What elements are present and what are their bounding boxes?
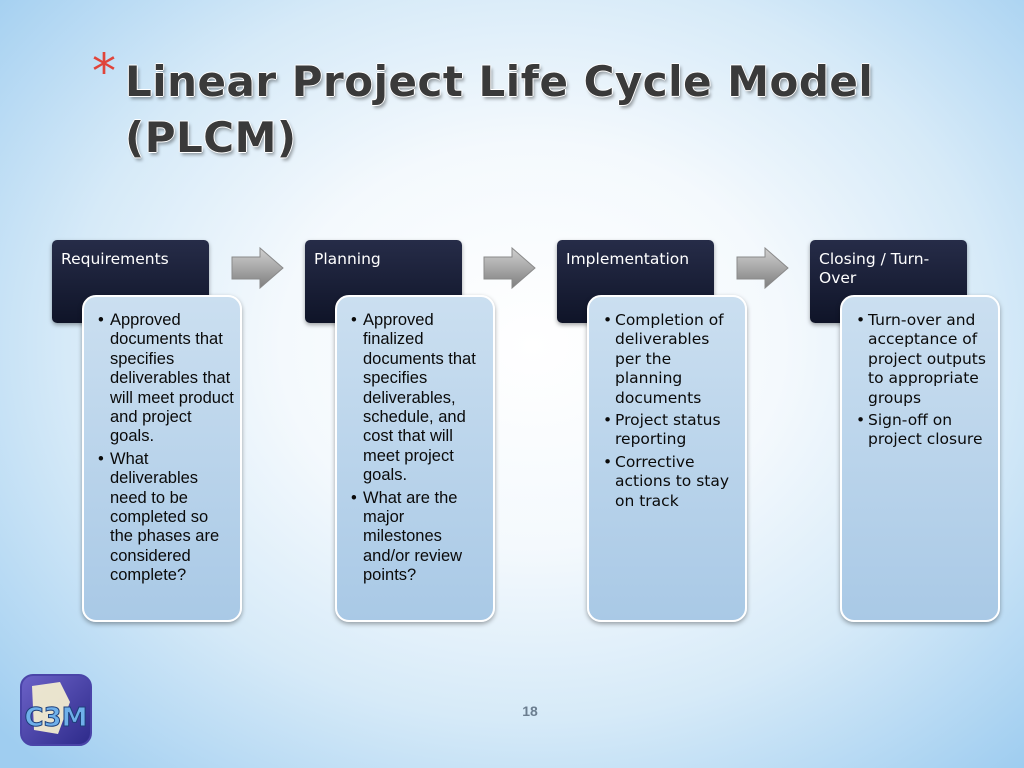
bullet-list: Turn-over and acceptance of project outp… bbox=[856, 311, 992, 450]
bullet-list: Approved finalized documents that specif… bbox=[351, 311, 487, 586]
phase-planning: Planning Approved finalized documents th… bbox=[305, 240, 500, 625]
bullet-item: Turn-over and acceptance of project outp… bbox=[856, 311, 992, 408]
slide-title: Linear Project Life Cycle Model (PLCM) bbox=[125, 57, 874, 162]
page-number: 18 bbox=[522, 703, 538, 719]
title-marker: * bbox=[92, 44, 116, 100]
bullet-list: Completion of deliverables per the plann… bbox=[603, 311, 739, 511]
bullet-item: Approved documents that specifies delive… bbox=[98, 311, 234, 447]
flow-arrow-icon bbox=[736, 246, 789, 290]
bullet-list: Approved documents that specifies delive… bbox=[98, 311, 234, 586]
phase-body: Turn-over and acceptance of project outp… bbox=[840, 295, 1000, 622]
bullet-item: Project status reporting bbox=[603, 411, 739, 450]
bullet-item: What are the major milestones and/or rev… bbox=[351, 489, 487, 586]
phase-body: Approved documents that specifies delive… bbox=[82, 295, 242, 622]
svg-text:C3M: C3M bbox=[24, 703, 87, 733]
phase-requirements: Requirements Approved documents that spe… bbox=[52, 240, 247, 625]
bullet-item: Approved finalized documents that specif… bbox=[351, 311, 487, 486]
bullet-item: Sign-off on project closure bbox=[856, 411, 992, 450]
c3m-logo-icon: C3M bbox=[20, 674, 92, 746]
phase-implementation: Implementation Completion of deliverable… bbox=[557, 240, 752, 625]
phase-body: Approved finalized documents that specif… bbox=[335, 295, 495, 622]
phase-closing: Closing / Turn-Over Turn-over and accept… bbox=[810, 240, 1005, 625]
bullet-item: Completion of deliverables per the plann… bbox=[603, 311, 739, 408]
flow-arrow-icon bbox=[231, 246, 284, 290]
bullet-item: Corrective actions to stay on track bbox=[603, 453, 739, 511]
bullet-item: What deliverables need to be completed s… bbox=[98, 450, 234, 586]
phase-body: Completion of deliverables per the plann… bbox=[587, 295, 747, 622]
flow-arrow-icon bbox=[483, 246, 536, 290]
